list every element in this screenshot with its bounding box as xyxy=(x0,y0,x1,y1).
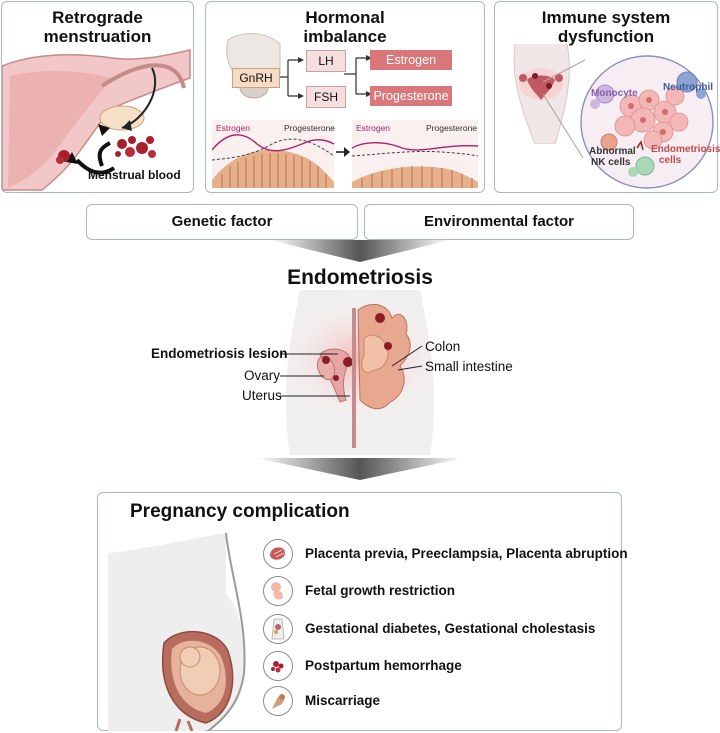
abnormal-nk-label-line2: NK cells xyxy=(591,157,631,168)
funnel-arrow-top xyxy=(270,240,450,262)
pregnancy-complication-panel: Pregnancy complication Placenta previa, … xyxy=(97,492,628,731)
retrograde-title-line2: menstruation xyxy=(43,27,152,46)
hormone-cycle-chart-left xyxy=(212,120,334,188)
lh-box: LH xyxy=(306,50,346,72)
endometriosis-lesion-label: Endometriosis lesion xyxy=(151,346,288,361)
gnrh-box: GnRH xyxy=(232,68,280,88)
endo-cells-label-line2: cells xyxy=(659,155,682,166)
complication-label-fetal-growth: Fetal growth restriction xyxy=(305,583,456,598)
immune-dysfunction-panel: Immune system dysfunction Monocyte Neutr… xyxy=(494,1,720,193)
endometriosis-title: Endometriosis xyxy=(287,266,433,289)
complication-item-miscarriage: Miscarriage xyxy=(263,686,523,716)
chart-right-estrogen-label: Estrogen xyxy=(356,123,391,133)
estrogen-box: Estrogen xyxy=(370,50,452,70)
immune-title-line2: dysfunction xyxy=(557,27,655,46)
hormonal-title-line1: Hormonal xyxy=(305,8,385,27)
progesterone-box: Progesterone xyxy=(370,86,452,106)
immune-cells-circle xyxy=(580,55,714,189)
complication-label-gestational-diabetes: Gestational diabetes, Gestational choles… xyxy=(305,621,596,636)
funnel-arrow-bottom xyxy=(256,458,464,480)
complication-label-postpartum: Postpartum hemorrhage xyxy=(305,658,462,673)
chart-transition-arrow xyxy=(336,147,350,157)
hormone-cycle-chart-right xyxy=(352,120,478,188)
chart-left-estrogen-label: Estrogen xyxy=(216,123,251,133)
estrogen-label: Estrogen xyxy=(385,53,437,67)
small-intestine-label: Small intestine xyxy=(425,359,513,374)
placenta-icon xyxy=(263,539,293,569)
menstrual-blood-label: Menstrual blood xyxy=(88,168,181,182)
abdomen-illustration xyxy=(270,290,450,455)
complication-label-miscarriage: Miscarriage xyxy=(305,693,381,708)
retrograde-title-line1: Retrograde xyxy=(52,8,143,27)
leader-lines xyxy=(280,345,423,397)
complication-item-placenta: Placenta previa, Preeclampsia, Placenta … xyxy=(263,539,628,569)
chart-left-progesterone-label: Progesterone xyxy=(284,123,336,133)
fetus-icon xyxy=(263,576,293,606)
environmental-factor-box: Environmental factor xyxy=(364,204,634,240)
complication-item-fetal-growth: Fetal growth restriction xyxy=(263,576,523,606)
zoom-lines xyxy=(543,59,586,159)
pregnant-woman-illustration xyxy=(108,533,246,731)
neutrophil-label: Neutrophil xyxy=(663,82,713,93)
hemorrhage-icon xyxy=(263,651,293,681)
uterus-illustration xyxy=(2,49,191,191)
body-organs-icon xyxy=(263,614,293,644)
endo-cells-label-line1: Endometriosis xyxy=(651,144,720,155)
fsh-box: FSH xyxy=(306,86,346,108)
gnrh-label: GnRH xyxy=(239,71,273,85)
colon-label: Colon xyxy=(425,339,461,354)
pelvis-silhouette xyxy=(513,44,570,144)
ovary-label: Ovary xyxy=(244,368,281,383)
pregnancy-title: Pregnancy complication xyxy=(130,501,350,522)
retrograde-menstruation-panel: Retrograde menstruation Menstrual blood xyxy=(1,1,194,193)
progesterone-label: Progesterone xyxy=(373,89,449,103)
hormone-arrows xyxy=(276,55,372,99)
miscarriage-icon xyxy=(263,686,293,716)
complication-item-postpartum: Postpartum hemorrhage xyxy=(263,651,523,681)
hormonal-title-line2: imbalance xyxy=(303,27,387,46)
uterus-label: Uterus xyxy=(242,388,282,403)
genetic-factor-box: Genetic factor xyxy=(86,204,358,240)
complication-label-placenta: Placenta previa, Preeclampsia, Placenta … xyxy=(305,546,628,561)
brain-pituitary-illustration xyxy=(226,33,281,99)
complication-item-gestational-diabetes: Gestational diabetes, Gestational choles… xyxy=(263,614,595,644)
hormonal-imbalance-panel: Hormonal imbalance GnRH LH FSH Estrogen … xyxy=(205,1,485,193)
abnormal-nk-label-line1: Abnormal xyxy=(589,146,636,157)
fsh-label: FSH xyxy=(314,90,338,104)
lh-label: LH xyxy=(318,54,334,68)
monocyte-label: Monocyte xyxy=(591,88,638,99)
immune-title-line1: Immune system xyxy=(541,8,671,27)
chart-right-progesterone-label: Progesterone xyxy=(426,123,478,133)
